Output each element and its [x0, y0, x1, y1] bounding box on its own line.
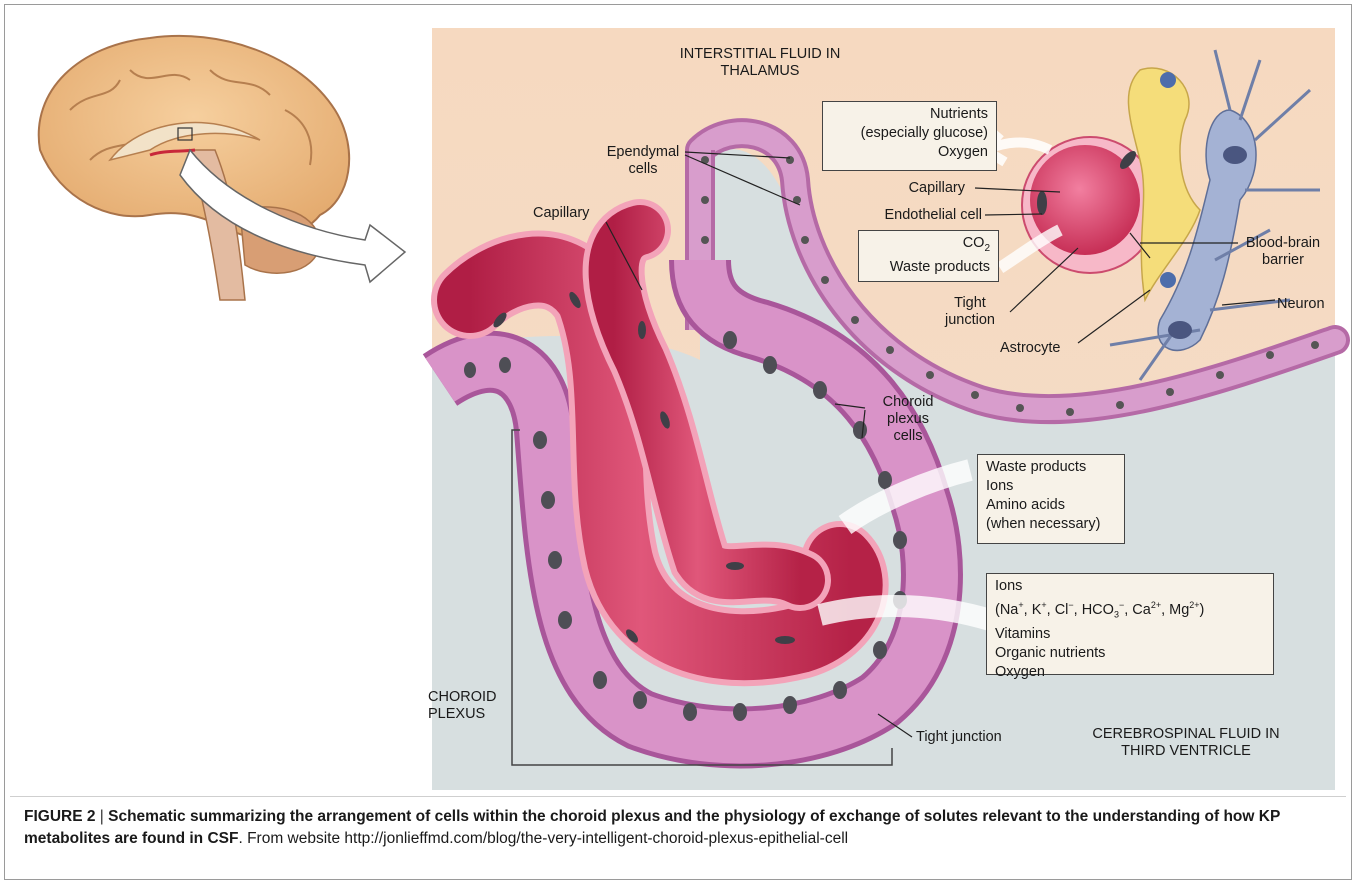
waste-box: Waste products Ions Amino acids (when ne…: [977, 454, 1125, 544]
caption-source: . From website http://jonlieffmd.com/blo…: [238, 830, 848, 847]
neuron-label: Neuron: [1277, 296, 1325, 313]
brain-illustration: [39, 36, 405, 300]
figure-label: FIGURE 2: [24, 808, 95, 825]
endothelial-nucleus: [1037, 191, 1047, 215]
nutrients-box: Nutrients (especially glucose) Oxygen: [822, 101, 997, 171]
endothelial-label: Endothelial cell: [860, 207, 982, 224]
co2-box: CO2 Waste products: [858, 230, 999, 282]
capillary-left-label: Capillary: [533, 205, 589, 222]
neuron-nucleus: [1223, 146, 1247, 164]
caption-divider: [10, 796, 1346, 797]
capillary-right-label: Capillary: [880, 180, 965, 197]
ions-formula: (Na+, K+, Cl−, HCO3−, Ca2+, Mg2+): [995, 596, 1265, 625]
ions-box: Ions (Na+, K+, Cl−, HCO3−, Ca2+, Mg2+) V…: [986, 573, 1274, 675]
astrocyte-nucleus-2: [1160, 272, 1176, 288]
astrocyte-nucleus: [1160, 72, 1176, 88]
tight-junction-bottom-label: Tight junction: [916, 729, 1002, 746]
astrocyte-label: Astrocyte: [1000, 340, 1060, 357]
figure-caption: FIGURE 2 | Schematic summarizing the arr…: [24, 806, 1344, 850]
